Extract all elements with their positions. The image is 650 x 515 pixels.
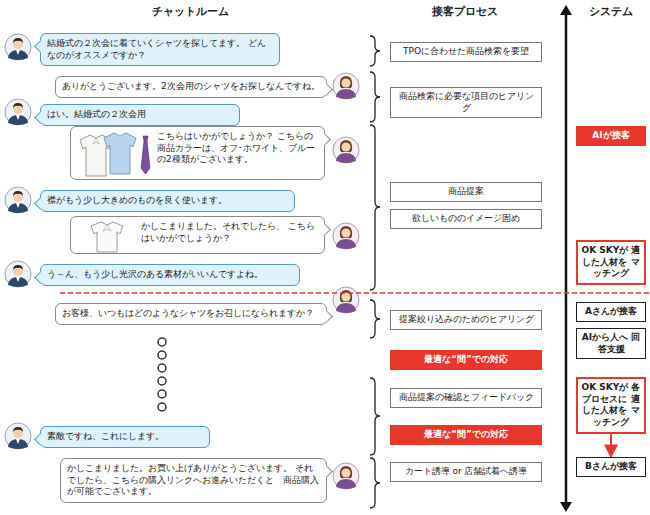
customer-bubble: はい。結婚式の２次会用 — [40, 104, 240, 126]
staff-bubble: こちらはいかがでしょうか？ こちらの商品カラーは、オフ･ホワイト、ブルーの2種類… — [70, 126, 325, 180]
node-text: 襟がもう少し大きめのものを良く使います。 — [47, 195, 288, 207]
node-text: お客様、いつもはどのようなシャツをお召しになられますか？ — [62, 308, 320, 320]
node-text: 最適な“間”での対応 — [395, 354, 537, 366]
matching-box: OK SKYが 各プロセスに 適した人材を マッチング — [576, 377, 646, 434]
system-box: Bさんが接客 — [576, 457, 646, 477]
matching-box: OK SKYが 適した人材を マッチング — [576, 240, 646, 285]
system-timeline — [560, 5, 572, 512]
node-text: 商品検索に必要な項目のヒアリング — [395, 91, 537, 114]
node-text: OK SKYが 各プロセスに 適した人材を マッチング — [580, 382, 642, 429]
process-box: 商品提案 — [390, 182, 542, 202]
node-text: はい。結婚式の２次会用 — [47, 109, 233, 121]
process-box: 商品検索に必要な項目のヒアリング — [390, 87, 542, 118]
timing-box: 最適な“間”での対応 — [390, 425, 542, 445]
handover-divider — [60, 292, 650, 294]
customer-bubble: う～ん、もう少し光沢のある素材がいいんですよね。 — [40, 264, 300, 286]
process-box: カート誘導 or 店舗試着へ誘導 — [390, 462, 542, 482]
customer-bubble: 素敵ですね、これにします。 — [40, 426, 210, 448]
system-box: AIから人へ 回答支援 — [576, 328, 646, 359]
process-box: 提案絞り込みのためのヒアリング — [390, 310, 542, 330]
system-box: Aさんが接客 — [576, 302, 646, 322]
node-text: 商品提案の確認とフィードバック — [395, 392, 537, 404]
staff-bubble: かしこまりました。それでしたら、 こちらはいかがでしょうか？ — [70, 216, 325, 254]
node-text: 欲しいもののイメージ固め — [395, 213, 537, 225]
node-text: TPOに合わせた商品検索を要望 — [395, 46, 537, 58]
node-text: こちらはいかがでしょうか？ こちらの商品カラーは、オフ･ホワイト、ブルーの2種類… — [157, 131, 318, 166]
process-box: 商品提案の確認とフィードバック — [390, 388, 542, 408]
timing-box: 最適な“間”での対応 — [390, 350, 542, 370]
node-text: 提案絞り込みのためのヒアリング — [395, 314, 537, 326]
staff-bubble: ありがとうございます。2次会用のシャツをお探しなんですね。 — [55, 76, 327, 98]
node-text: 最適な“間”での対応 — [395, 429, 537, 441]
node-text: OK SKYが 適した人材を マッチング — [580, 245, 642, 280]
node-text: ありがとうございます。2次会用のシャツをお探しなんですね。 — [62, 81, 320, 93]
ellipsis-dots — [158, 338, 166, 411]
staff-bubble: かしこまりました。お買い上げありがとうございます。 それでしたら、こちらの購入リ… — [60, 458, 327, 503]
process-box: 欲しいもののイメージ固め — [390, 209, 542, 229]
system-box: AIが接客 — [576, 126, 646, 146]
node-text: 素敵ですね、これにします。 — [47, 431, 203, 443]
flow-arrow — [610, 434, 612, 457]
node-text: Aさんが接客 — [579, 306, 643, 318]
node-text: Bさんが接客 — [579, 461, 643, 473]
customer-bubble: 襟がもう少し大きめのものを良く使います。 — [40, 190, 295, 212]
node-text: う～ん、もう少し光沢のある素材がいいんですよね。 — [47, 269, 293, 281]
process-braces — [370, 36, 380, 508]
column-header: システム — [576, 4, 646, 19]
column-header: チャットルーム — [70, 4, 310, 19]
shirt-illustration — [77, 130, 155, 180]
staff-avatars — [333, 73, 359, 489]
shirt-illustration — [77, 220, 139, 254]
node-text: AIから人へ 回答支援 — [579, 332, 643, 355]
node-text: かしこまりました。お買い上げありがとうございます。 それでしたら、こちらの購入リ… — [67, 463, 320, 498]
node-text: かしこまりました。それでしたら、 こちらはいかがでしょうか？ — [141, 221, 318, 244]
column-header: 接客プロセス — [385, 4, 545, 19]
customer-bubble: 結婚式の２次会に着ていくシャツを探してます。 どんなのがオススメですか？ — [40, 33, 280, 66]
node-text: 商品提案 — [395, 186, 537, 198]
customer-avatars — [5, 34, 31, 449]
node-text: カート誘導 or 店舗試着へ誘導 — [395, 466, 537, 478]
process-box: TPOに合わせた商品検索を要望 — [390, 42, 542, 62]
node-text: AIが接客 — [579, 130, 643, 142]
node-text: 結婚式の２次会に着ていくシャツを探してます。 どんなのがオススメですか？ — [47, 38, 273, 61]
staff-bubble: お客様、いつもはどのようなシャツをお召しになられますか？ — [55, 303, 327, 325]
